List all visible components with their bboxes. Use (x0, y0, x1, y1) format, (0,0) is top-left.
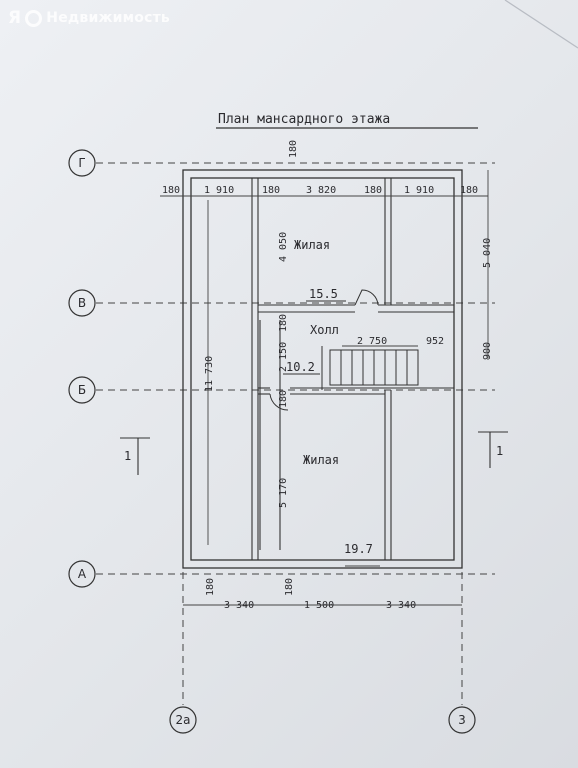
axis-label-a: А (78, 567, 87, 581)
room-label-living-top: Жилая (294, 238, 330, 252)
dim-right-1: 5 040 (482, 238, 493, 268)
dim-top-wall: 180 (288, 140, 299, 158)
room-label-living-bottom: Жилая (303, 453, 339, 467)
axis-marker-v (68, 289, 96, 317)
dim-top-6: 1 910 (404, 185, 434, 196)
dim-bottom-2: 1 500 (304, 600, 334, 611)
axis-marker-g (68, 149, 96, 177)
plan-title: План мансардного этажа (218, 112, 390, 127)
room-area-hall: 10.2 (286, 360, 315, 374)
room-area-top: 15.5 (309, 287, 338, 301)
dim-vertical-4: 180 (278, 390, 289, 408)
dim-stair-width: 952 (426, 336, 444, 347)
axis-label-g: Г (78, 156, 85, 170)
room-label-hall: Холл (310, 323, 339, 337)
dim-top-4: 3 820 (306, 185, 336, 196)
watermark-brand: Недвижимость (46, 10, 170, 26)
dim-top-2: 1 910 (204, 185, 234, 196)
dim-bottom-wall-1: 180 (205, 578, 216, 596)
axis-label-v: В (78, 296, 86, 310)
dim-bottom-wall-2: 180 (284, 578, 295, 596)
grid-axis-lines (96, 162, 495, 705)
watermark-logo: Я (8, 8, 22, 28)
axis-marker-b (68, 376, 96, 404)
axis-label-b: Б (78, 383, 86, 397)
dim-vertical-5: 5 170 (278, 478, 289, 508)
dim-bottom-1: 3 340 (224, 600, 254, 611)
watermark-ring-icon (25, 9, 43, 27)
axis-label-2a: 2а (176, 713, 191, 727)
room-area-bottom: 19.7 (344, 542, 373, 556)
dim-top-3: 180 (262, 185, 280, 196)
section-mark-right: 1 (496, 444, 503, 458)
dim-vertical-1: 4 050 (278, 232, 289, 262)
top-dimension-chain: 180 1 910 180 3 820 180 1 910 180 (162, 185, 478, 196)
dim-stair-length: 2 750 (357, 336, 387, 347)
dim-top-1: 180 (162, 185, 180, 196)
interior-partitions (191, 178, 454, 561)
dim-vertical-2: 180 (278, 314, 289, 332)
axis-marker-2a (169, 706, 197, 734)
dim-top-5: 180 (364, 185, 382, 196)
section-mark-left: 1 (124, 449, 131, 463)
door-swings (269, 289, 379, 411)
dim-right-2: 900 (482, 342, 493, 360)
section-marks (120, 431, 508, 475)
page-fold-line (504, 0, 578, 49)
dim-overall-vertical: 11 730 (204, 356, 215, 392)
yandex-realty-watermark: Я Недвижимость (8, 8, 170, 28)
staircase (321, 346, 419, 390)
dim-top-7: 180 (460, 185, 478, 196)
axis-marker-a (68, 560, 96, 588)
axis-label-3: 3 (458, 713, 466, 727)
outer-walls (182, 169, 463, 569)
dimension-lines (160, 170, 489, 606)
dim-vertical-3: 2 150 (278, 342, 289, 372)
axis-marker-3 (448, 706, 476, 734)
dim-bottom-3: 3 340 (386, 600, 416, 611)
